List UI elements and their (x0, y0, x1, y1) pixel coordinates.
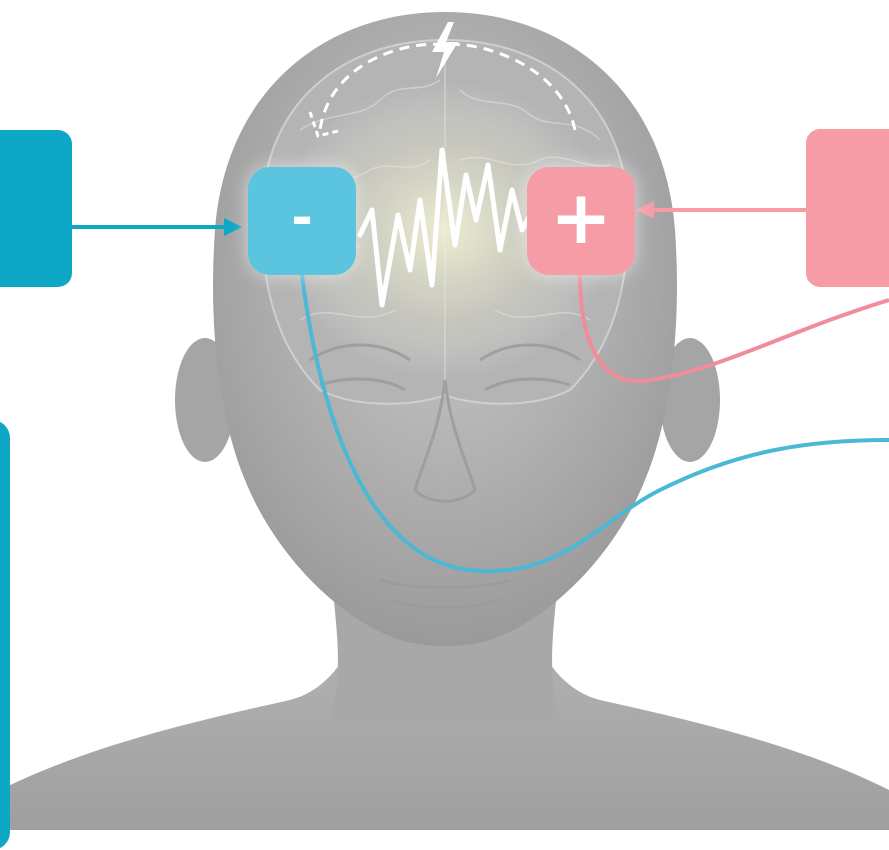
anode-electrode: + (527, 167, 635, 275)
tdcs-diagram (0, 0, 889, 830)
side-panel (0, 420, 10, 850)
anode-label-box (806, 129, 889, 287)
cathode-label-box (0, 130, 72, 287)
minus-icon: - (291, 192, 313, 244)
cathode-electrode: - (248, 167, 356, 275)
plus-icon: + (550, 181, 612, 255)
